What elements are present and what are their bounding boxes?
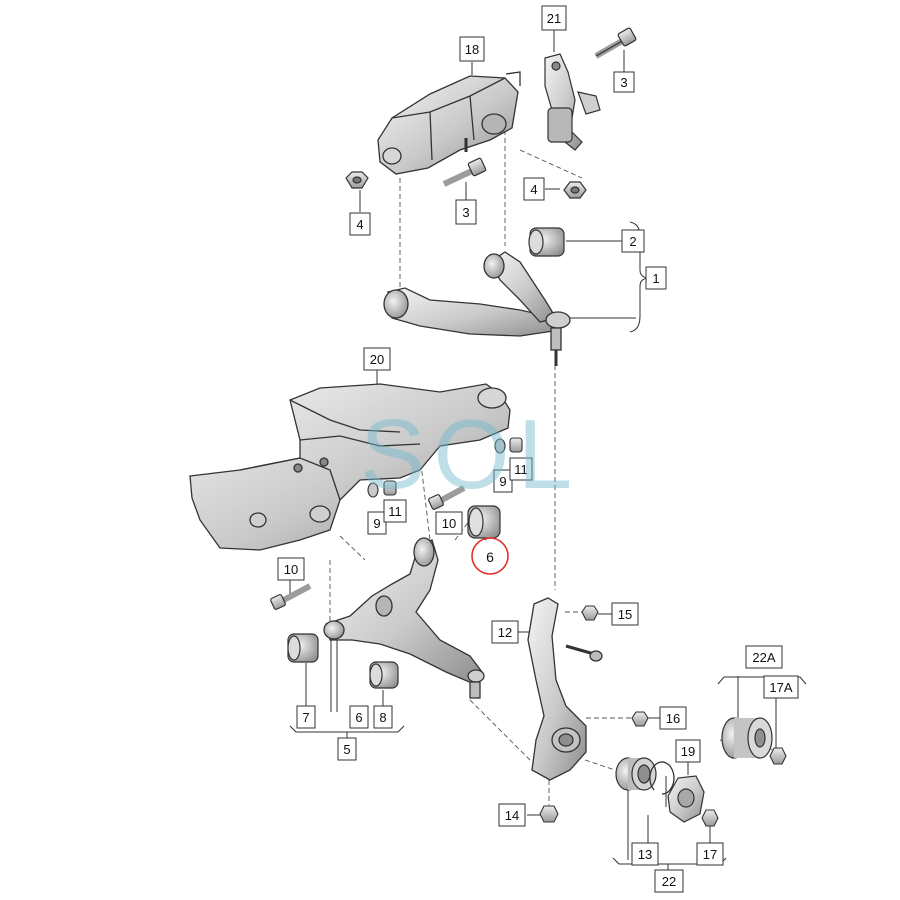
label-18: 18 bbox=[459, 36, 485, 62]
sol-watermark: SOL bbox=[360, 399, 581, 509]
subframe-part bbox=[189, 383, 511, 551]
axle-nut-17 bbox=[701, 809, 719, 827]
label-2: 2 bbox=[621, 229, 645, 253]
label-22: 22 bbox=[654, 869, 684, 893]
label-4-right: 4 bbox=[523, 177, 545, 201]
svg-text:20: 20 bbox=[370, 352, 384, 367]
label-13: 13 bbox=[631, 842, 659, 866]
label-17: 17 bbox=[696, 842, 724, 866]
upper-bracket-part bbox=[377, 71, 521, 175]
label-9-left: 9 bbox=[367, 511, 387, 535]
nut-17A bbox=[769, 747, 787, 765]
svg-text:10: 10 bbox=[284, 562, 298, 577]
bushing-22A bbox=[721, 717, 773, 759]
label-6: 6 bbox=[349, 705, 369, 729]
label-6-highlighted: 6 bbox=[471, 537, 509, 575]
label-10-left: 10 bbox=[277, 557, 305, 581]
svg-text:8: 8 bbox=[379, 710, 386, 725]
svg-text:13: 13 bbox=[638, 847, 652, 862]
svg-text:16: 16 bbox=[666, 711, 680, 726]
label-3-upper: 3 bbox=[613, 71, 635, 93]
svg-text:15: 15 bbox=[618, 607, 632, 622]
label-15: 15 bbox=[611, 602, 639, 626]
label-12: 12 bbox=[491, 620, 519, 644]
svg-text:18: 18 bbox=[465, 42, 479, 57]
nut-11-left bbox=[383, 480, 397, 496]
bushing-8 bbox=[369, 661, 399, 689]
label-11-left: 11 bbox=[383, 499, 407, 523]
svg-text:4: 4 bbox=[356, 217, 363, 232]
svg-text:21: 21 bbox=[547, 11, 561, 26]
nut-4-left bbox=[345, 171, 369, 189]
label-20: 20 bbox=[363, 347, 391, 371]
svg-text:17: 17 bbox=[703, 847, 717, 862]
svg-text:3: 3 bbox=[620, 75, 627, 90]
nut-14 bbox=[539, 805, 559, 823]
upper-control-arm bbox=[383, 251, 571, 366]
label-1: 1 bbox=[645, 266, 667, 290]
bolt-10-left bbox=[270, 583, 312, 610]
sensor-bracket-part bbox=[544, 53, 601, 151]
wheel-bearing bbox=[615, 757, 657, 791]
svg-text:4: 4 bbox=[530, 182, 537, 197]
svg-text:3: 3 bbox=[462, 205, 469, 220]
svg-text:9: 9 bbox=[499, 474, 506, 489]
bolt-3-upper bbox=[594, 27, 637, 59]
wheel-carrier-part bbox=[527, 597, 603, 781]
lower-control-arm bbox=[323, 537, 485, 699]
label-17A: 17A bbox=[763, 675, 799, 699]
bolt-10-center bbox=[428, 485, 466, 510]
nut-15 bbox=[581, 605, 599, 621]
label-9-right: 9 bbox=[493, 469, 513, 493]
washer-9-left bbox=[367, 482, 379, 498]
label-10-center: 10 bbox=[435, 511, 463, 535]
bushing-6 bbox=[467, 505, 501, 539]
circlip-13 bbox=[649, 761, 675, 795]
bushing-2 bbox=[528, 227, 565, 257]
svg-text:5: 5 bbox=[343, 742, 350, 757]
svg-text:6: 6 bbox=[355, 710, 362, 725]
label-19: 19 bbox=[675, 739, 701, 763]
svg-text:6: 6 bbox=[486, 549, 494, 565]
svg-text:12: 12 bbox=[498, 625, 512, 640]
svg-text:11: 11 bbox=[514, 462, 528, 477]
nut-11-right bbox=[509, 437, 523, 453]
svg-text:1: 1 bbox=[652, 271, 659, 286]
bolt-3-middle bbox=[442, 138, 487, 187]
svg-text:11: 11 bbox=[388, 504, 402, 519]
nut-4-right bbox=[563, 181, 587, 199]
svg-text:19: 19 bbox=[681, 744, 695, 759]
svg-text:14: 14 bbox=[505, 808, 519, 823]
bushing-7 bbox=[287, 633, 319, 663]
svg-text:7: 7 bbox=[302, 710, 309, 725]
svg-text:22: 22 bbox=[662, 874, 676, 889]
wheel-hub-19 bbox=[667, 775, 705, 823]
washer-9-right bbox=[494, 438, 506, 454]
nut-16 bbox=[631, 711, 649, 727]
svg-text:17A: 17A bbox=[769, 680, 792, 695]
label-5: 5 bbox=[337, 737, 357, 761]
part-labels: 18 21 3 4 3 4 2 1 20 9 11 9 11 10 6 10 1… bbox=[277, 5, 799, 893]
svg-text:10: 10 bbox=[442, 516, 456, 531]
svg-text:2: 2 bbox=[629, 234, 636, 249]
label-8: 8 bbox=[373, 705, 393, 729]
svg-text:22A: 22A bbox=[752, 650, 775, 665]
svg-text:9: 9 bbox=[373, 516, 380, 531]
label-4-left: 4 bbox=[349, 212, 371, 236]
label-7: 7 bbox=[296, 705, 316, 729]
label-16: 16 bbox=[659, 706, 687, 730]
label-14: 14 bbox=[498, 803, 526, 827]
label-11-right: 11 bbox=[509, 457, 533, 481]
label-21: 21 bbox=[541, 5, 567, 31]
label-22A: 22A bbox=[745, 645, 783, 669]
label-3-middle: 3 bbox=[455, 199, 477, 225]
